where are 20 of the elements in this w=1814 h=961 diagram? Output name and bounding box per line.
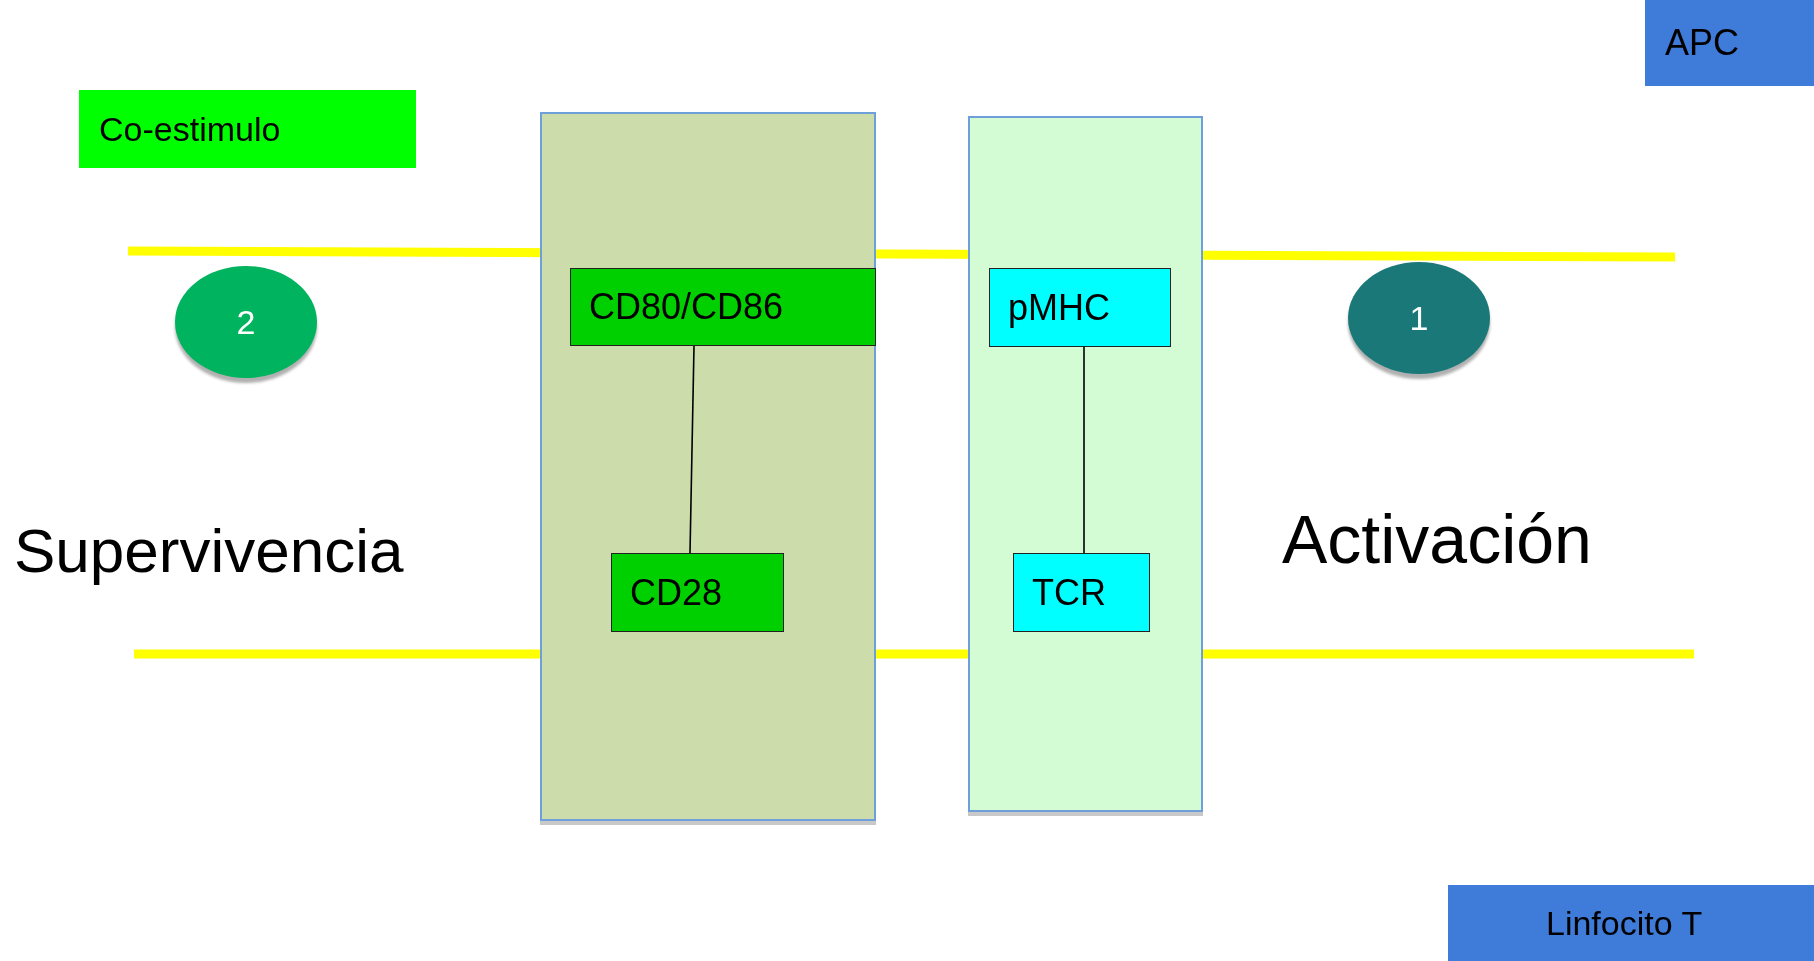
node-text: 1 xyxy=(1409,298,1429,338)
node-text: APC xyxy=(1665,22,1740,64)
node-text: Co-estimulo xyxy=(99,109,281,149)
node-text: pMHC xyxy=(1008,286,1110,329)
node-text: CD80/CD86 xyxy=(589,286,784,328)
outcome-text: Activación xyxy=(1282,500,1592,578)
co-stimulus-box xyxy=(79,90,416,168)
node-text: TCR xyxy=(1032,571,1106,614)
molecule-box xyxy=(611,553,784,632)
node-text: CD28 xyxy=(630,571,723,614)
molecule-box xyxy=(1013,553,1150,632)
node-text: Linfocito T xyxy=(1546,903,1703,943)
connector-line xyxy=(1083,346,1085,554)
cell-label-box xyxy=(1448,885,1814,961)
molecule-box xyxy=(989,268,1171,347)
connector-line xyxy=(689,345,695,554)
apc-label-box xyxy=(1645,0,1814,86)
molecule-box xyxy=(570,268,876,346)
node-text: 2 xyxy=(236,302,256,342)
outcome-text: Supervivencia xyxy=(14,515,404,586)
